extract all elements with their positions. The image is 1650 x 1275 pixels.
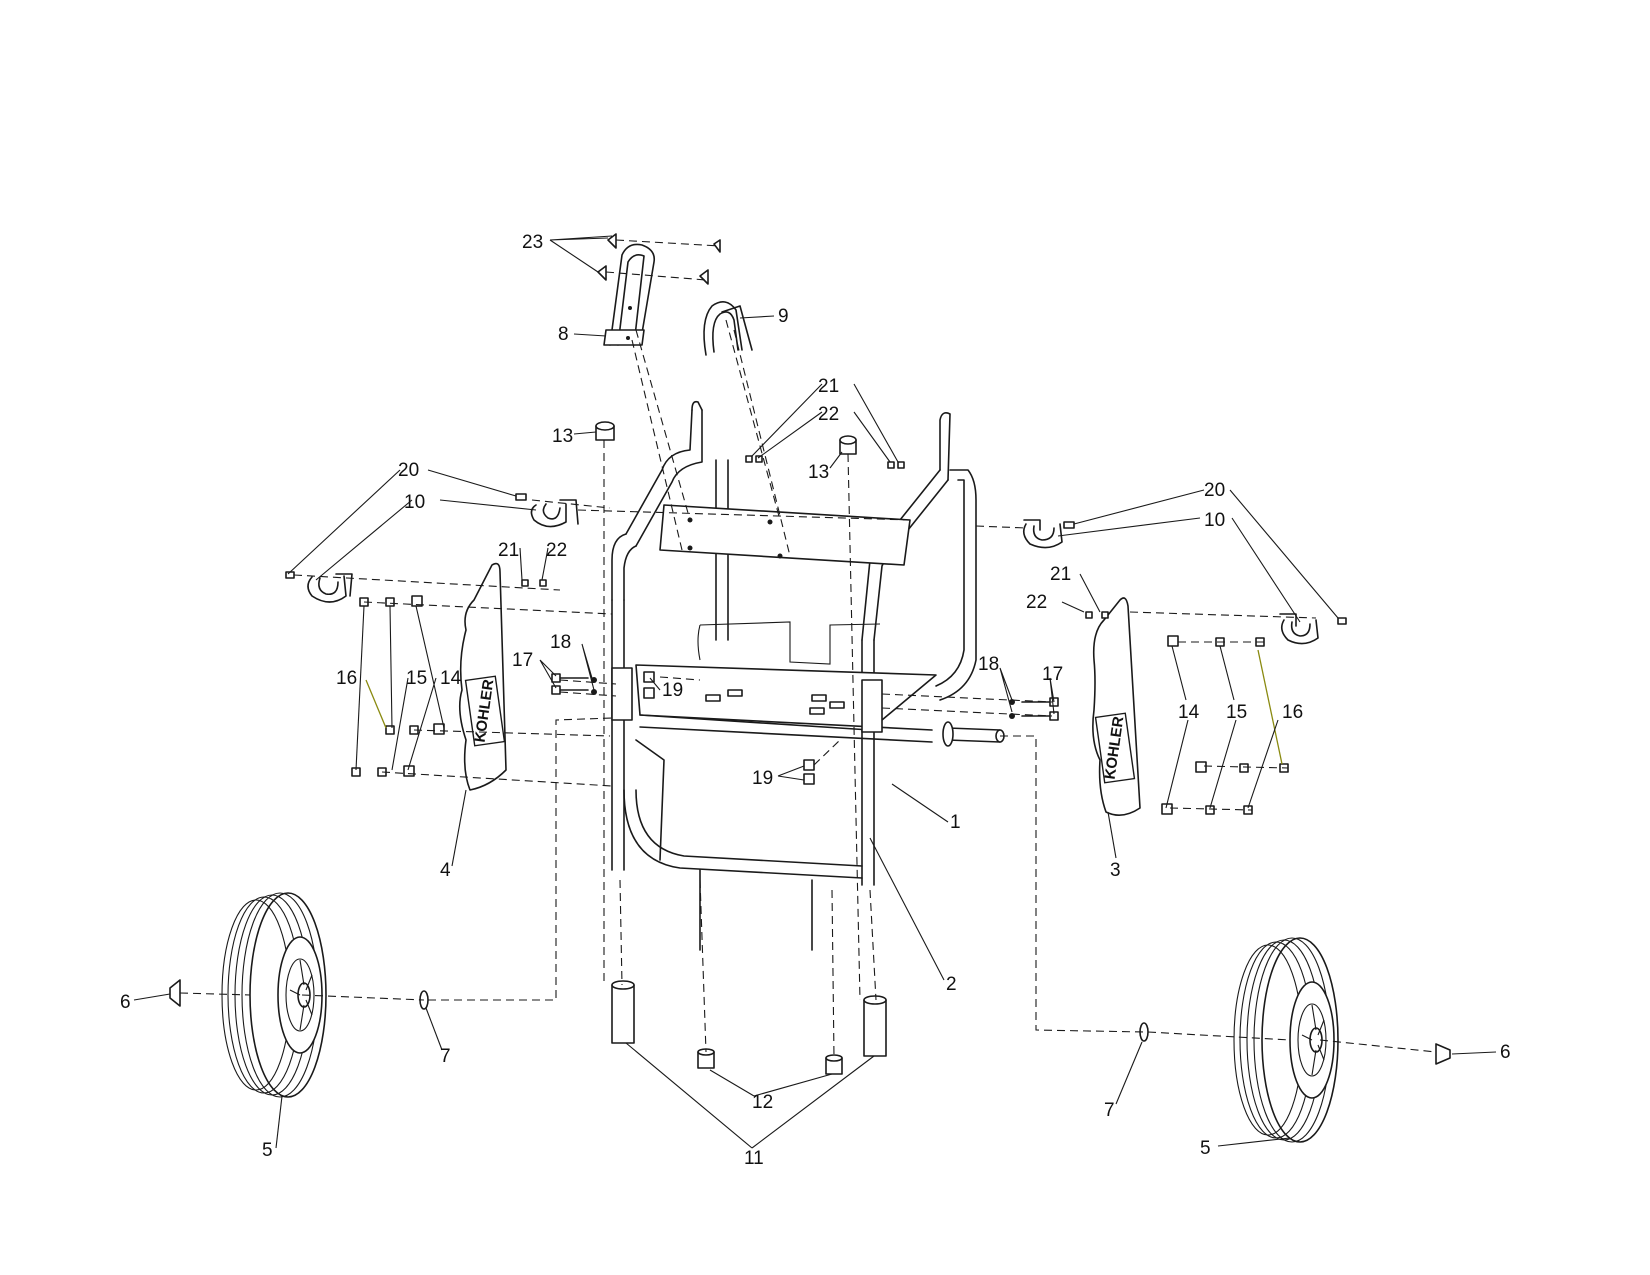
panel-right-part-3: KOHLER (1092, 597, 1141, 816)
callout-9: 9 (778, 306, 789, 327)
callout-4: 4 (440, 860, 451, 881)
callout-18-right: 18 (978, 654, 999, 675)
callout-12: 12 (752, 1092, 773, 1113)
callout-16-left: 16 (336, 668, 357, 689)
screw-clamp-left-upper (515, 493, 527, 501)
axle (942, 721, 1005, 747)
sleeve-right-part-11 (863, 995, 887, 1057)
callout-10-left: 10 (404, 492, 425, 513)
callout-15-right: 15 (1226, 702, 1247, 723)
callout-19-lower: 19 (752, 768, 773, 789)
callout-21-top: 21 (818, 376, 839, 397)
fasteners-right-panel (1161, 635, 1289, 815)
callout-20-left: 20 (398, 460, 419, 481)
plug-left-part-13 (595, 421, 615, 441)
panel-right-logo: KOHLER (1094, 712, 1136, 784)
bolts-left-part-17 (551, 673, 597, 695)
callout-2: 2 (946, 974, 957, 995)
nuts-lower-part-19 (803, 759, 815, 785)
clamp-left-lower (307, 573, 353, 603)
hook-part-9 (703, 301, 753, 356)
callout-10-right: 10 (1204, 510, 1225, 531)
callout-5-left: 5 (262, 1140, 273, 1161)
screw-clamp-left-lower (285, 571, 295, 579)
leader-lines (133, 235, 1497, 1149)
foot-right-part-12 (825, 1054, 843, 1075)
callout-14-left: 14 (440, 668, 462, 689)
callout-22-top: 22 (818, 404, 839, 425)
callout-15-left: 15 (406, 668, 427, 689)
nuts-upper-part-19 (643, 671, 655, 699)
sleeve-left-part-11 (611, 980, 635, 1044)
cap-right-part-6 (1435, 1043, 1451, 1065)
callout-19-upper: 19 (662, 680, 683, 701)
callout-21-right: 21 (1050, 564, 1071, 585)
callout-labels: 1 2 3 4 5 5 6 6 7 7 8 9 10 10 11 12 13 1… (120, 232, 1511, 1169)
screw-clamp-right-lower (1337, 617, 1347, 625)
callout-11: 11 (744, 1148, 764, 1169)
callout-8: 8 (558, 324, 569, 345)
panel-left-part-4: KOHLER (458, 562, 507, 791)
callout-6-left: 6 (120, 992, 131, 1013)
fasteners-left-panel (351, 595, 445, 777)
bolts-right-part-17 (1009, 697, 1059, 721)
callout-7-left: 7 (440, 1046, 451, 1067)
callout-7-right: 7 (1104, 1100, 1115, 1121)
clamp-right-lower (1279, 613, 1319, 645)
callout-18-left: 18 (550, 632, 571, 653)
callout-16-right: 16 (1282, 702, 1303, 723)
assembly-lines (179, 239, 1437, 1059)
callout-20-right: 20 (1204, 480, 1225, 501)
wheel-right-part-5 (1233, 937, 1339, 1143)
callout-6-right: 6 (1500, 1042, 1511, 1063)
cap-left-part-6 (169, 979, 181, 1007)
callout-22-left: 22 (546, 540, 567, 561)
screws-top-part-23 (597, 233, 721, 285)
callout-17-left: 17 (512, 650, 533, 671)
clamp-right-upper (1022, 519, 1063, 549)
clamp-left-upper (530, 499, 579, 528)
callout-21-left: 21 (498, 540, 519, 561)
callout-5-right: 5 (1200, 1138, 1211, 1159)
callout-14-right: 14 (1178, 702, 1200, 723)
handle-part-8 (603, 243, 656, 346)
callout-23: 23 (522, 232, 543, 253)
callout-13-right: 13 (808, 462, 829, 483)
callout-17-right: 17 (1042, 664, 1063, 685)
callout-1: 1 (950, 812, 961, 833)
plug-right-part-13 (839, 435, 857, 455)
screw-clamp-right-upper (1063, 521, 1075, 529)
callout-13-left: 13 (552, 426, 573, 447)
callout-22-right: 22 (1026, 592, 1047, 613)
callout-3: 3 (1110, 860, 1121, 881)
nuts-top-part-21 (521, 455, 1109, 619)
